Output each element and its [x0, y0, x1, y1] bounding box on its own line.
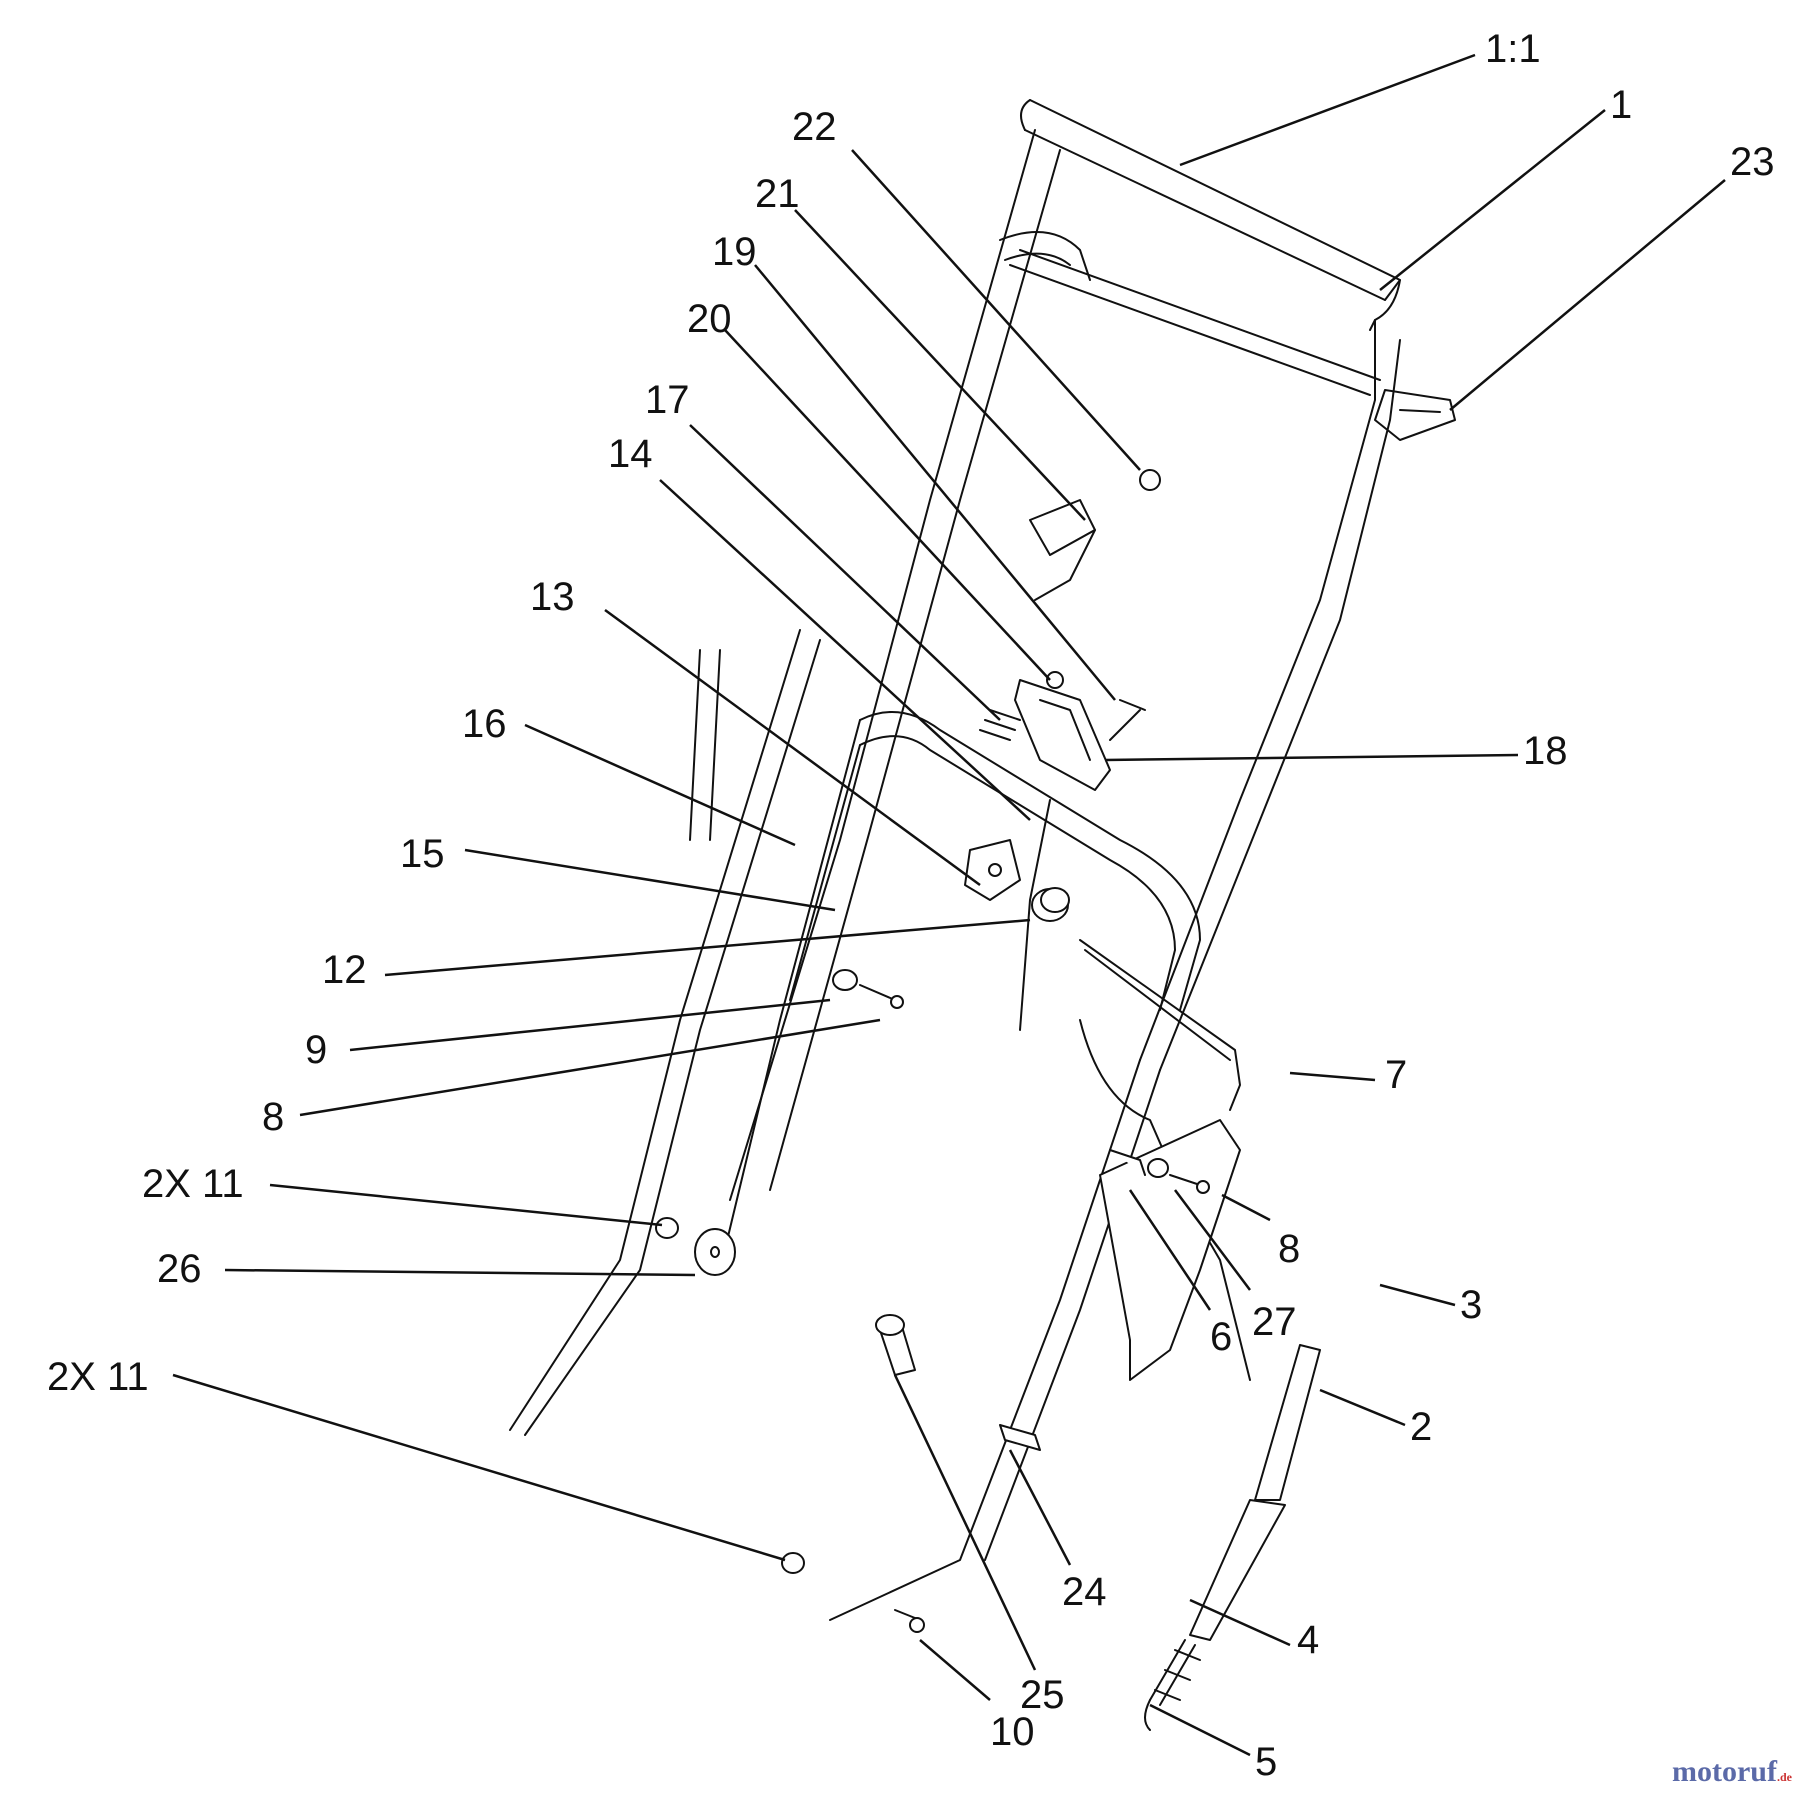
grip-21	[1029, 469, 1161, 601]
knob-12	[1031, 887, 1070, 922]
spring-4-5	[1144, 1639, 1201, 1731]
callout-2x11-upper: 2X 11	[142, 1162, 244, 1206]
watermark-logo: motoruf.de	[1672, 1755, 1792, 1789]
left-rail	[509, 629, 821, 1436]
callout-5: 5	[1255, 1740, 1277, 1784]
callout-22: 22	[792, 105, 837, 149]
watermark-ext: .de	[1777, 1770, 1792, 1784]
hardware-lower	[781, 1552, 925, 1633]
control-cable	[1079, 1019, 1251, 1381]
bolt-24	[999, 1424, 1041, 1451]
callout-18: 18	[1523, 729, 1568, 773]
leader-lines	[172, 53, 1726, 1757]
callout-14: 14	[608, 432, 653, 476]
hardware-8-27-6	[1109, 1149, 1210, 1194]
bracket-23	[1374, 389, 1456, 441]
callout-20: 20	[687, 297, 732, 341]
callout-1: 1	[1610, 83, 1632, 127]
bracket-13	[964, 839, 1021, 901]
callout-3: 3	[1460, 1283, 1482, 1327]
callout-labels: 1:1 1 23 22 21 19 20 17 14 13 16 18 15 1…	[47, 27, 1775, 1784]
callout-2x11-lower: 2X 11	[47, 1355, 149, 1399]
hardware-9-8	[832, 969, 904, 1009]
bolt-19	[1109, 699, 1146, 741]
callout-15: 15	[400, 832, 445, 876]
rod-7	[1079, 939, 1241, 1111]
callout-4: 4	[1297, 1618, 1319, 1662]
callout-23: 23	[1730, 140, 1775, 184]
callout-16: 16	[462, 702, 507, 746]
grip-2	[1189, 1344, 1321, 1641]
callout-2: 2	[1410, 1405, 1432, 1449]
callout-1to1: 1:1	[1485, 27, 1541, 71]
callout-6: 6	[1210, 1315, 1232, 1359]
washer-26	[694, 1228, 736, 1276]
callout-13: 13	[530, 575, 575, 619]
callout-25: 25	[1020, 1673, 1065, 1717]
bail-control	[999, 231, 1381, 396]
callout-7: 7	[1385, 1053, 1407, 1097]
callout-8-upper: 8	[262, 1095, 284, 1139]
watermark-text: motoruf	[1672, 1755, 1777, 1788]
callout-9: 9	[305, 1028, 327, 1072]
callout-24: 24	[1062, 1570, 1107, 1614]
control-housing	[979, 671, 1111, 791]
callout-21: 21	[755, 172, 800, 216]
nut-11-upper	[655, 1217, 679, 1239]
lower-handle	[719, 711, 1201, 1271]
callout-19: 19	[712, 230, 757, 274]
callout-26: 26	[157, 1247, 202, 1291]
callout-17: 17	[645, 378, 690, 422]
spacer-25	[875, 1314, 916, 1376]
callout-12: 12	[322, 948, 367, 992]
callout-27: 27	[1252, 1300, 1297, 1344]
callout-8-lower: 8	[1278, 1227, 1300, 1271]
callout-10: 10	[990, 1710, 1035, 1754]
